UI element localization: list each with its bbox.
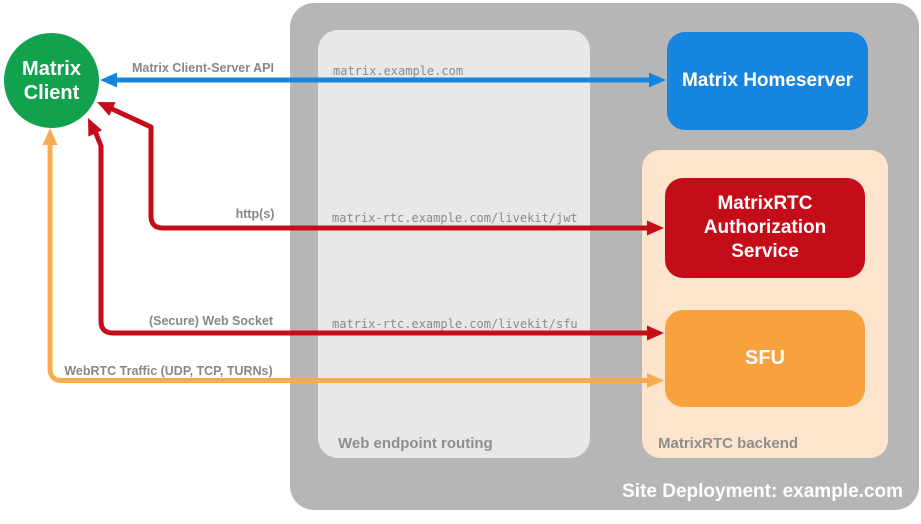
endpoint-url-homeserver: matrix.example.com <box>333 64 464 78</box>
matrixrtc-authorization-service-node: MatrixRTC Authorization Service <box>665 178 865 278</box>
webrtc-arrowhead-client <box>42 128 58 145</box>
https-arrowhead-client <box>97 102 116 116</box>
matrixrtc-backend-caption: MatrixRTC backend <box>658 435 799 452</box>
web-endpoint-routing-caption: Web endpoint routing <box>338 435 493 452</box>
websocket-arrowhead-client <box>88 118 102 137</box>
matrixrtc-authorization-service-label: MatrixRTC Authorization Service <box>703 193 827 262</box>
site-deployment-caption: Site Deployment: example.com <box>622 481 903 502</box>
matrix-client-node: Matrix Client <box>4 33 99 128</box>
websocket-arrow-label: (Secure) Web Socket <box>148 314 274 328</box>
matrix-client-label: Matrix Client <box>22 57 81 104</box>
client-server-api-arrow-label: Matrix Client-Server API <box>132 61 274 75</box>
sfu-label: SFU <box>745 347 785 369</box>
web-endpoint-routing-box <box>318 30 590 458</box>
matrix-homeserver-node: Matrix Homeserver <box>667 32 868 130</box>
webrtc-traffic-arrow-label: WebRTC Traffic (UDP, TCP, TURNs) <box>64 364 273 378</box>
endpoint-url-livekit-jwt: matrix-rtc.example.com/livekit/jwt <box>332 211 578 225</box>
matrix-homeserver-label: Matrix Homeserver <box>681 70 854 91</box>
endpoint-url-livekit-sfu: matrix-rtc.example.com/livekit/sfu <box>332 317 578 331</box>
https-arrow-label: http(s) <box>235 207 275 221</box>
sfu-node: SFU <box>665 310 865 407</box>
